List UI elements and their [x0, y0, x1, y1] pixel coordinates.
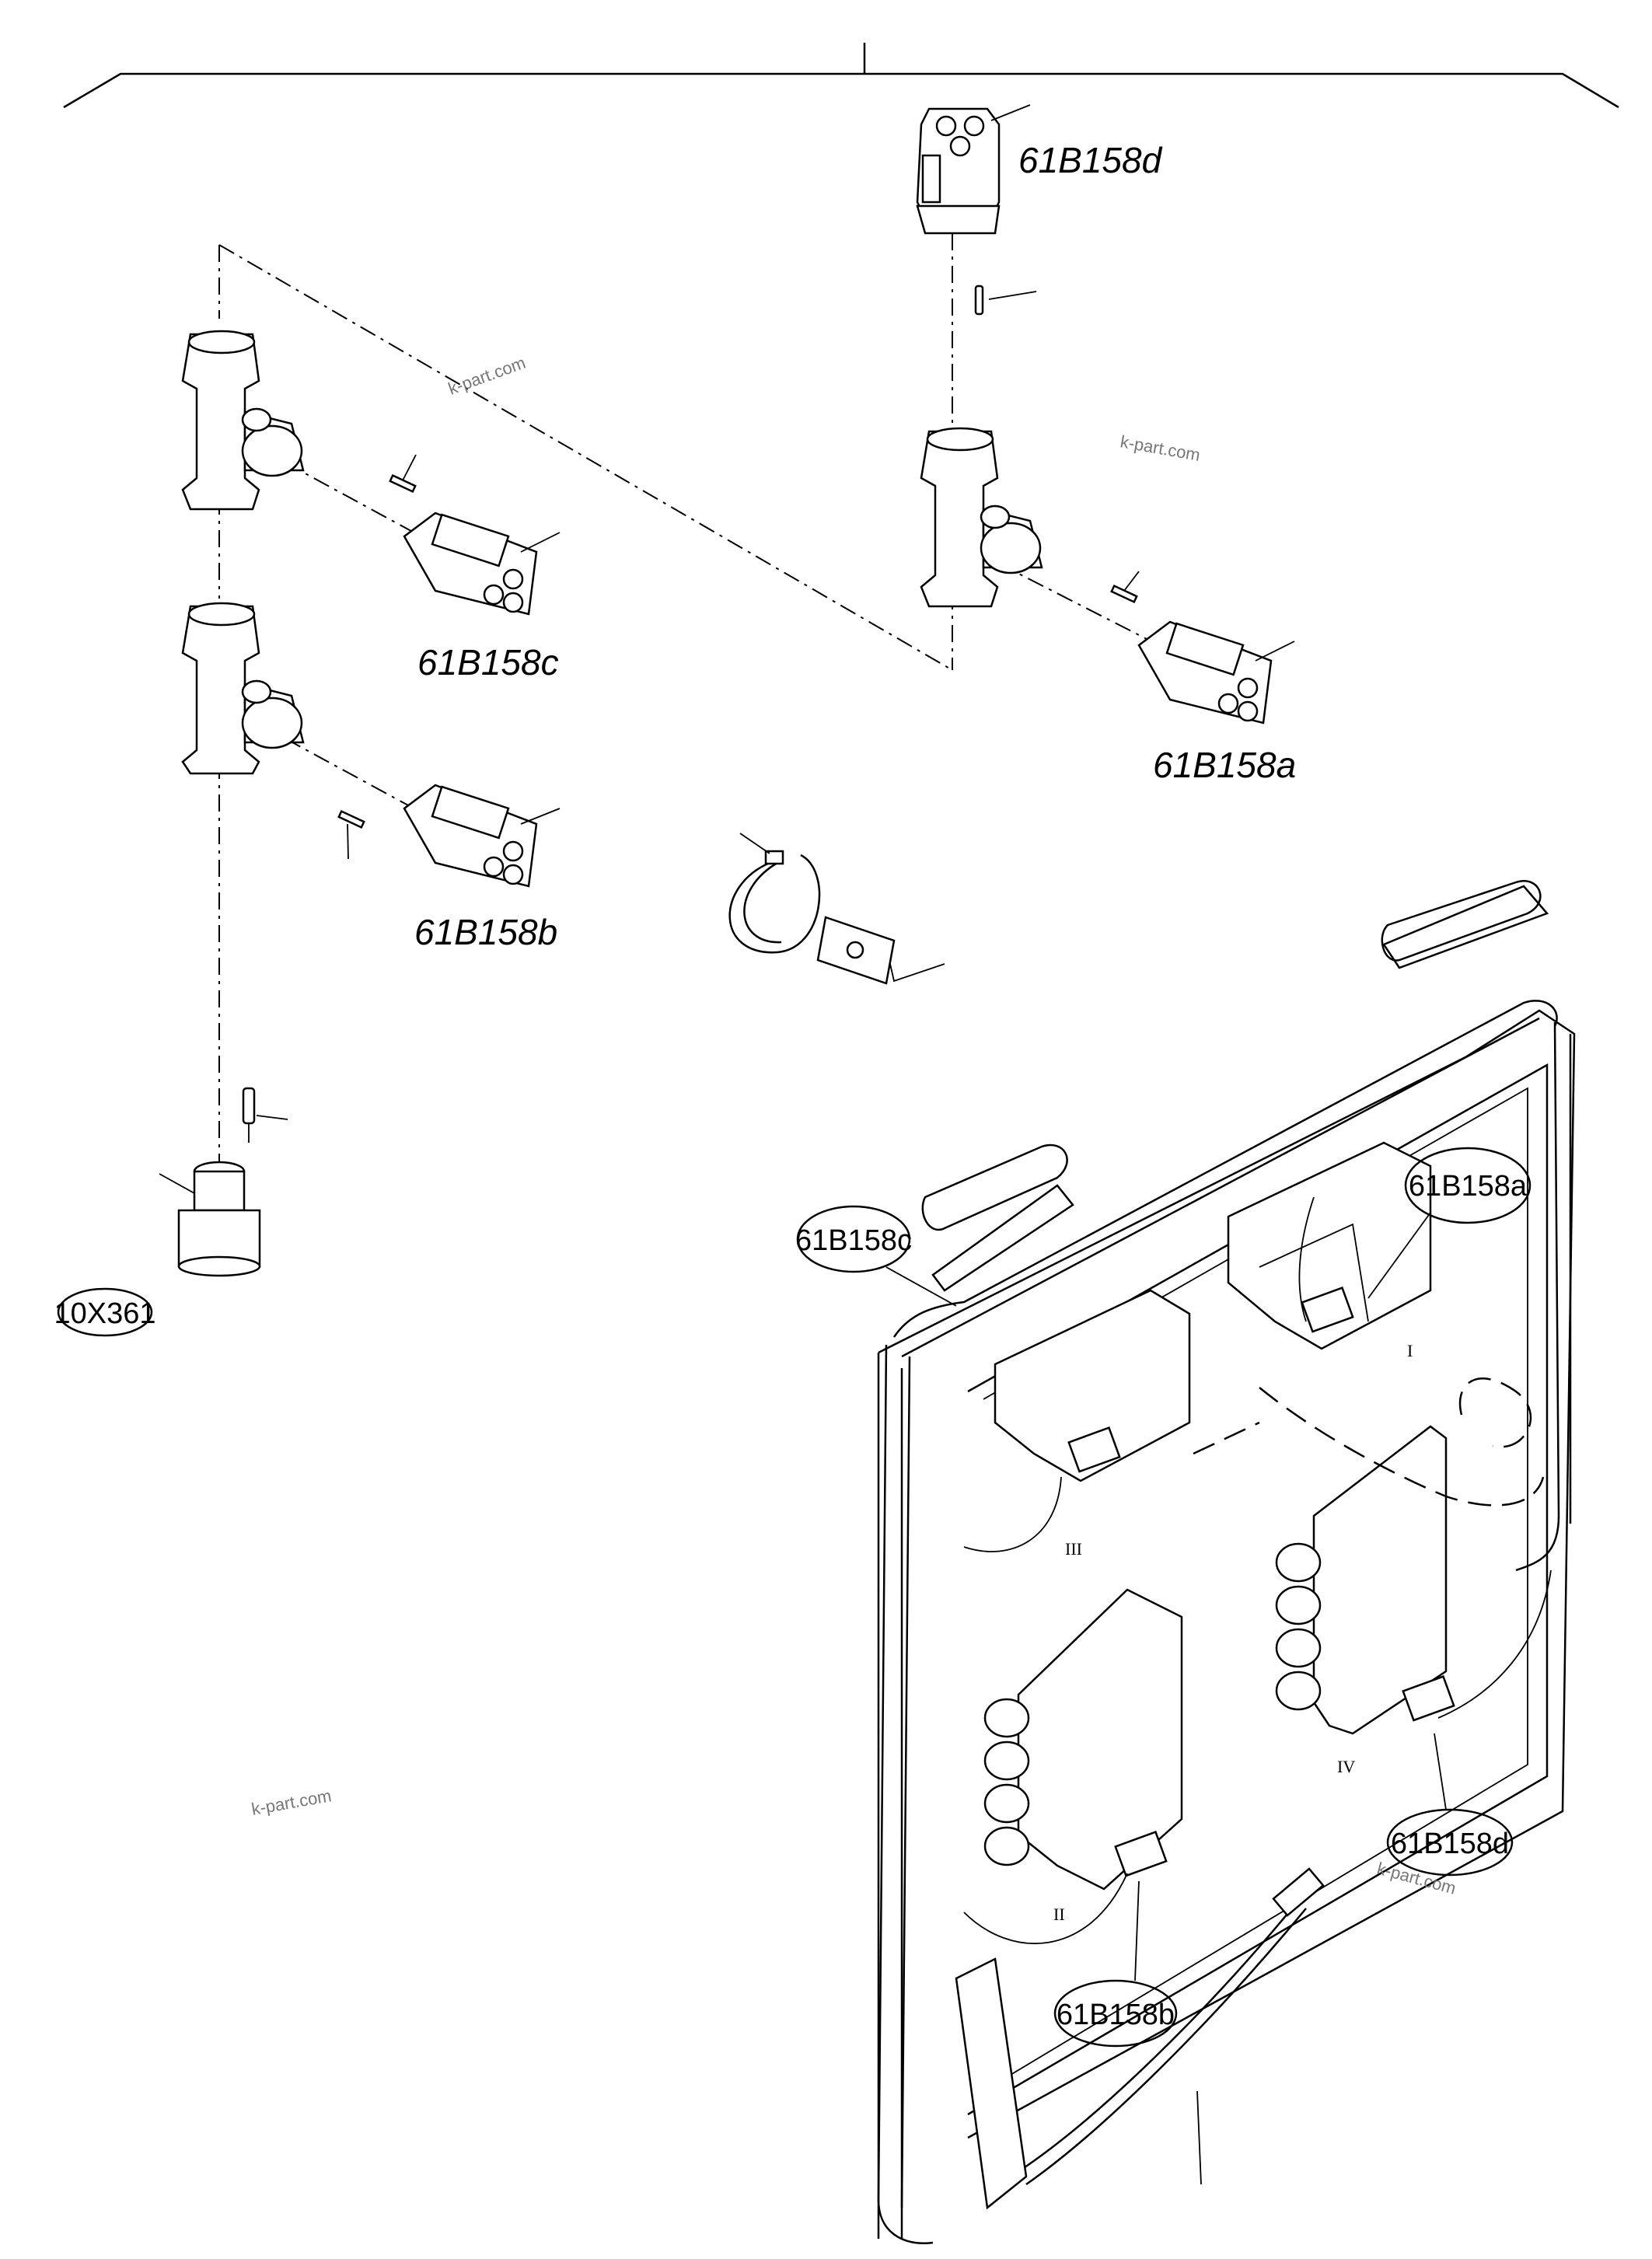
bubble-61B158b: 61B158b: [1053, 1880, 1178, 2048]
label-61B158c: 61B158c: [417, 642, 559, 683]
leader-cable: [1196, 2090, 1202, 2185]
connector-61B158a: [1137, 620, 1295, 724]
roman-II: II: [1053, 1905, 1065, 1924]
roman-III: III: [1065, 1539, 1082, 1559]
pin-b: [337, 809, 365, 860]
connector-61B158c: [403, 512, 561, 616]
bubble-10X361: 10X361: [54, 1287, 156, 1337]
t-fitting-right: [920, 427, 1043, 608]
bubble-61B158c: 61B158c: [795, 1205, 957, 1307]
label-tag: [816, 916, 945, 985]
nut-10X361: [159, 1161, 261, 1277]
cable-tie: [728, 833, 821, 954]
bubble-61B158d: 61B158d: [1386, 1733, 1514, 1877]
connector-61B158b: [403, 784, 561, 888]
panel-assembly: I II III IV: [877, 880, 1576, 2244]
pin-10X361: [242, 1087, 288, 1143]
assembly-lines: [218, 233, 1182, 1166]
roman-IV: IV: [1337, 1757, 1355, 1776]
watermark-3: k-part.com: [250, 1786, 334, 1819]
pin-top: [974, 285, 1037, 316]
roman-I: I: [1407, 1341, 1413, 1360]
svg-text:61B158d: 61B158d: [1391, 1828, 1509, 1860]
watermark-2: k-part.com: [1119, 431, 1202, 465]
svg-text:61B158a: 61B158a: [1409, 1170, 1528, 1203]
label-61B158d: 61B158d: [1018, 140, 1163, 180]
t-fitting-left-lower: [181, 602, 305, 775]
svg-text:61B158c: 61B158c: [795, 1224, 912, 1257]
t-fitting-left-upper: [181, 330, 305, 511]
svg-text:61B158b: 61B158b: [1057, 1999, 1175, 2031]
svg-text:10X361: 10X361: [54, 1297, 155, 1330]
top-bracket: [63, 43, 1619, 109]
connector-61B158d: [916, 104, 1031, 235]
pin-c: [389, 454, 417, 494]
watermark-1: k-part.com: [445, 353, 528, 399]
label-61B158b: 61B158b: [414, 912, 557, 952]
pin-a: [1110, 571, 1140, 604]
bubble-61B158a: 61B158a: [1367, 1147, 1532, 1299]
label-61B158a: 61B158a: [1153, 745, 1296, 785]
